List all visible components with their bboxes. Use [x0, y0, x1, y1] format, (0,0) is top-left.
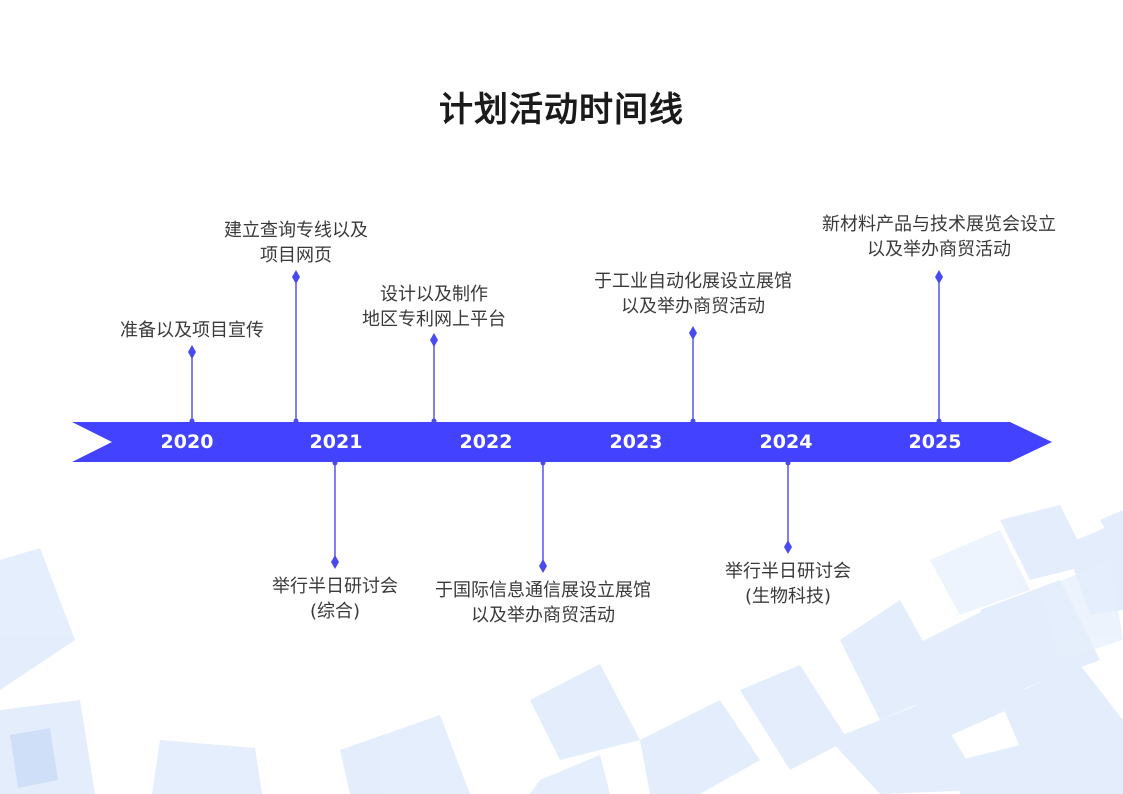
event-label-top-3: 设计以及制作 地区专利网上平台	[362, 284, 506, 330]
event-label-top-2: 建立查询专线以及 项目网页	[224, 220, 368, 266]
event-label-bottom-2: 于国际信息通信展设立展馆 以及举办商贸活动	[435, 580, 651, 626]
event-label-bottom-1: 举行半日研讨会 (综合)	[272, 576, 398, 622]
event-label-bottom-3: 举行半日研讨会 (生物科技)	[725, 561, 851, 607]
year-label-2021: 2021	[309, 431, 363, 453]
connector-bottom-2	[539, 460, 547, 573]
connector-top-2	[292, 270, 300, 424]
connector-top-3	[430, 333, 438, 424]
connector-bottom-3	[784, 460, 792, 554]
event-label-top-1: 准备以及项目宣传	[120, 320, 264, 341]
connector-top-1	[188, 345, 196, 424]
event-label-top-5: 新材料产品与技术展览会设立 以及举办商贸活动	[822, 214, 1056, 260]
year-label-2023: 2023	[609, 431, 663, 453]
year-label-2022: 2022	[459, 431, 513, 453]
event-label-top-4: 于工业自动化展设立展馆 以及举办商贸活动	[594, 271, 792, 317]
connector-top-4	[689, 326, 697, 424]
year-label-2024: 2024	[759, 431, 813, 453]
page-title: 计划活动时间线	[439, 90, 684, 130]
year-label-2020: 2020	[160, 431, 214, 453]
year-label-2025: 2025	[908, 431, 962, 453]
connector-top-5	[935, 270, 943, 424]
connector-bottom-1	[331, 460, 339, 569]
timeline-band	[72, 422, 1052, 462]
